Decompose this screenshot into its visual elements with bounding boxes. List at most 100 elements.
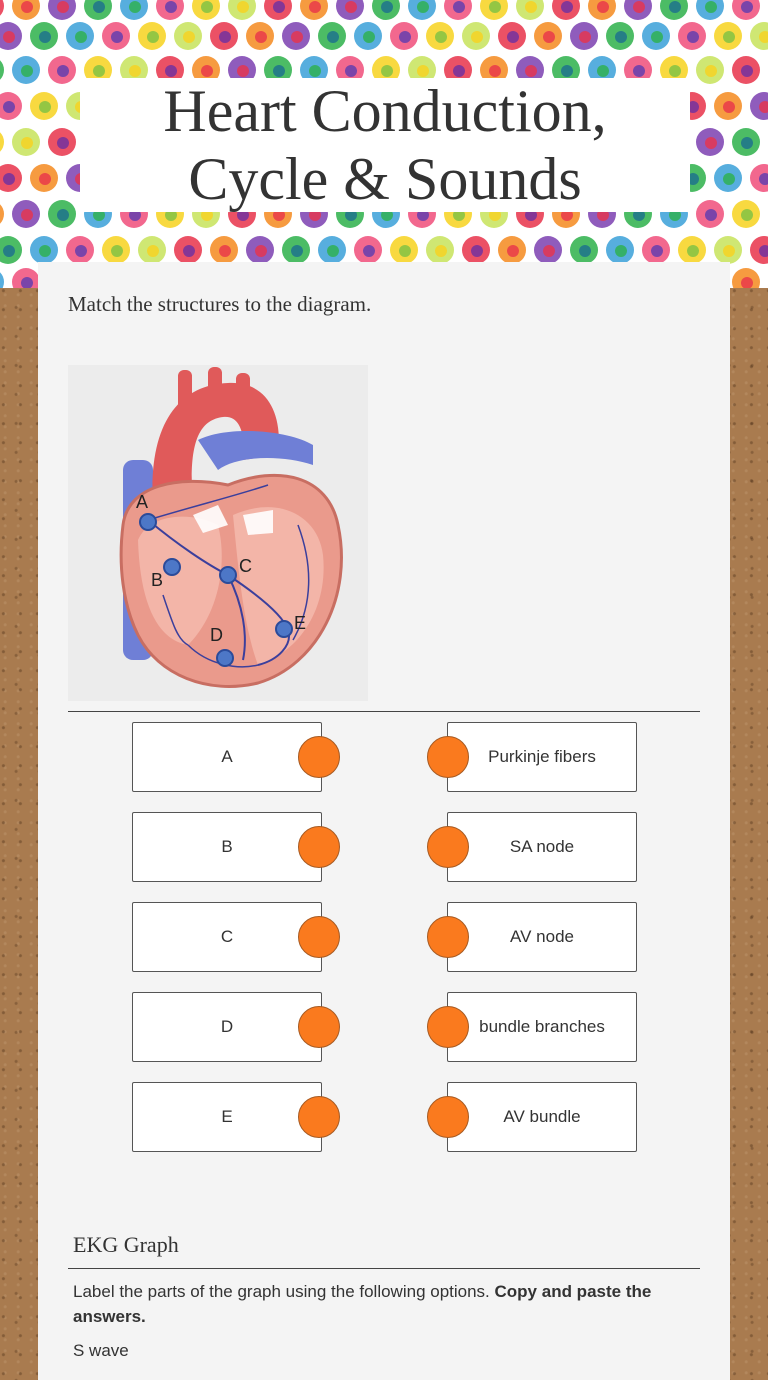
polka-dot-center — [453, 209, 465, 221]
match-right-item[interactable]: AV node — [447, 902, 637, 972]
polka-dot-center — [201, 209, 213, 221]
connector-dot-left[interactable] — [298, 1096, 340, 1138]
match-right-item[interactable]: Purkinje fibers — [447, 722, 637, 792]
polka-dot-center — [273, 65, 285, 77]
polka-dot-center — [111, 31, 123, 43]
polka-dot-center — [705, 137, 717, 149]
polka-dot-header: Heart Conduction, Cycle & Sounds — [0, 0, 768, 288]
polka-dot-center — [507, 31, 519, 43]
polka-dot-center — [525, 209, 537, 221]
polka-dot-center — [291, 31, 303, 43]
connector-dot-right[interactable] — [427, 1096, 469, 1138]
polka-dot-center — [597, 1, 609, 13]
polka-dot-center — [759, 101, 768, 113]
match-right-item[interactable]: SA node — [447, 812, 637, 882]
polka-dot-center — [687, 101, 699, 113]
polka-dot-center — [165, 209, 177, 221]
divider — [68, 711, 700, 712]
connector-dot-left[interactable] — [298, 916, 340, 958]
ekg-instruction-bold: Copy and paste the answers. — [73, 1282, 652, 1326]
polka-dot-center — [759, 245, 768, 257]
polka-dot-center — [21, 277, 33, 288]
polka-dot-center — [543, 245, 555, 257]
ekg-instruction-text: Label the parts of the graph using the f… — [73, 1282, 495, 1301]
polka-dot-center — [687, 245, 699, 257]
match-left-item[interactable]: D — [132, 992, 322, 1062]
polka-dot-center — [489, 1, 501, 13]
connector-dot-left[interactable] — [298, 1006, 340, 1048]
purkinje-path — [292, 524, 310, 641]
match-right-item[interactable]: AV bundle — [447, 1082, 637, 1152]
artery-branch — [208, 367, 222, 407]
node-marker-d — [216, 649, 234, 667]
polka-dot-center — [273, 1, 285, 13]
connector-dot-right[interactable] — [427, 1006, 469, 1048]
page-title-line-1: Heart Conduction, — [163, 78, 607, 144]
polka-dot-center — [3, 173, 15, 185]
polka-dot-center — [597, 209, 609, 221]
polka-dot-center — [237, 1, 249, 13]
polka-dot-center — [705, 1, 717, 13]
match-right-item[interactable]: bundle branches — [447, 992, 637, 1062]
polka-dot-center — [489, 209, 501, 221]
polka-dot-center — [759, 31, 768, 43]
node-marker-e — [275, 620, 293, 638]
connector-dot-right[interactable] — [427, 736, 469, 778]
polka-dot — [0, 132, 4, 152]
polka-dot-center — [255, 245, 267, 257]
polka-dot-center — [21, 137, 33, 149]
diagram-label-b: B — [151, 570, 163, 590]
polka-dot-center — [129, 1, 141, 13]
polka-dot-center — [687, 31, 699, 43]
polka-dot-center — [309, 209, 321, 221]
polka-dot — [0, 60, 4, 80]
polka-dot-center — [543, 31, 555, 43]
polka-dot-center — [183, 245, 195, 257]
connector-dot-left[interactable] — [298, 826, 340, 868]
polka-dot-center — [129, 209, 141, 221]
polka-dot-center — [381, 65, 393, 77]
connector-dot-right[interactable] — [427, 916, 469, 958]
polka-dot-center — [327, 31, 339, 43]
polka-dot-center — [471, 245, 483, 257]
connector-dot-left[interactable] — [298, 736, 340, 778]
diagram-label-d: D — [210, 625, 223, 645]
polka-dot-center — [39, 101, 51, 113]
polka-dot-center — [633, 65, 645, 77]
polka-dot-center — [579, 31, 591, 43]
match-left-item[interactable]: B — [132, 812, 322, 882]
polka-dot-center — [489, 65, 501, 77]
polka-dot-center — [399, 31, 411, 43]
conduction-path — [147, 484, 269, 521]
match-left-item[interactable]: C — [132, 902, 322, 972]
polka-dot-center — [237, 65, 249, 77]
polka-dot-center — [57, 65, 69, 77]
heart-diagram: A B C D E — [68, 365, 368, 701]
divider — [68, 1268, 700, 1269]
polka-dot-center — [723, 101, 735, 113]
polka-dot-center — [273, 209, 285, 221]
match-left-item[interactable]: A — [132, 722, 322, 792]
match-left-item[interactable]: E — [132, 1082, 322, 1152]
diagram-label-c: C — [239, 556, 252, 576]
polka-dot-center — [705, 209, 717, 221]
connector-dot-right[interactable] — [427, 826, 469, 868]
polka-dot-center — [21, 1, 33, 13]
polka-dot-center — [111, 245, 123, 257]
polka-dot-center — [399, 245, 411, 257]
polka-dot-center — [327, 245, 339, 257]
polka-dot-center — [741, 277, 753, 288]
polka-dot-center — [561, 65, 573, 77]
polka-dot-center — [3, 245, 15, 257]
polka-dot-center — [615, 245, 627, 257]
polka-dot-center — [741, 65, 753, 77]
artery-branch — [236, 373, 250, 413]
polka-dot-center — [381, 209, 393, 221]
polka-dot-center — [183, 31, 195, 43]
polka-dot-center — [633, 209, 645, 221]
polka-dot-center — [651, 31, 663, 43]
ekg-section-title: EKG Graph — [73, 1232, 179, 1257]
polka-dot-center — [255, 31, 267, 43]
polka-dot-center — [759, 173, 768, 185]
polka-dot-center — [507, 245, 519, 257]
